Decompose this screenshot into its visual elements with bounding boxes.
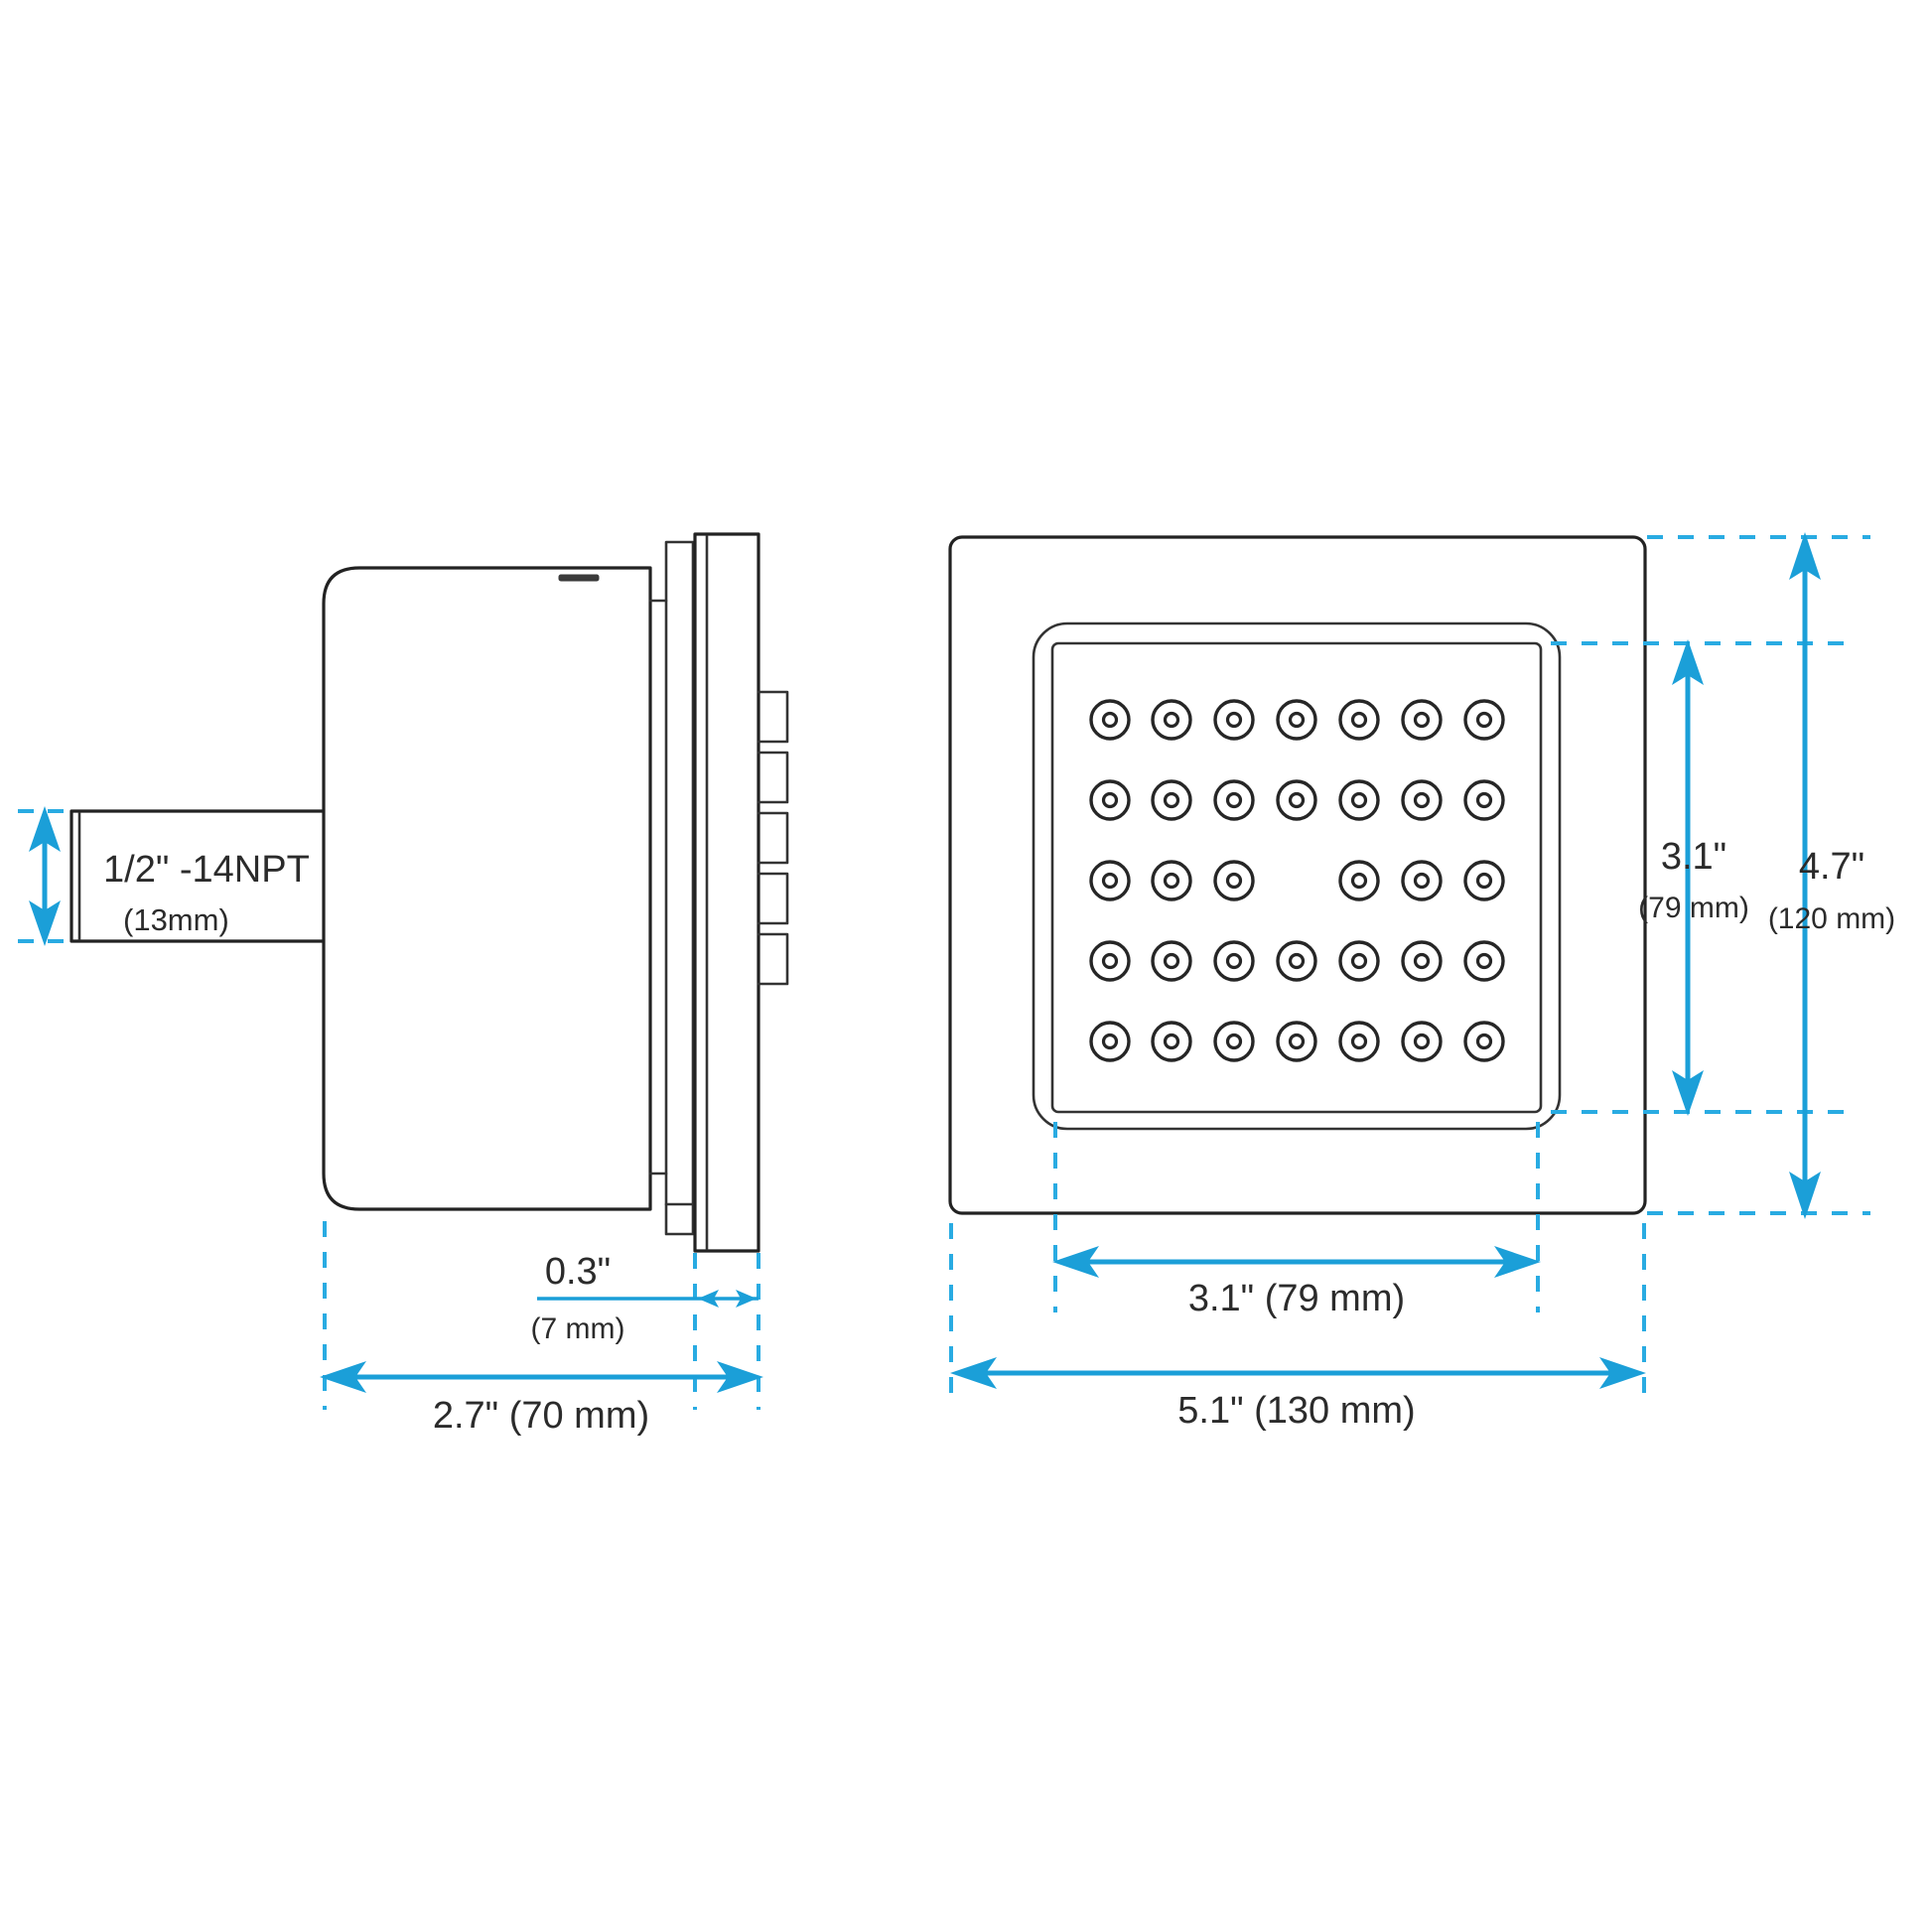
nozzle (1213, 779, 1255, 821)
nozzle (1338, 1021, 1380, 1062)
panel-height-secondary-label: (79 mm) (1638, 892, 1749, 924)
side-view: 1/2" -14NPT (13mm) 0.3" (7 mm) (18, 532, 789, 1437)
nozzle (1089, 779, 1131, 821)
inlet-npt-stub (69, 809, 326, 943)
inlet-thread-secondary-label: (13mm) (123, 902, 229, 937)
nozzle (1463, 1021, 1505, 1062)
nozzle (1401, 860, 1443, 901)
nozzle (1151, 1021, 1192, 1062)
nozzle (1463, 779, 1505, 821)
panel-height-primary-label: 3.1" (1661, 836, 1726, 878)
plate-height-dimension (1789, 532, 1821, 1219)
nozzle (1338, 860, 1380, 901)
inlet-thread-dimension (18, 806, 68, 946)
panel-width-label: 3.1" (79 mm) (1188, 1278, 1405, 1319)
panel-height-dimension (1672, 639, 1704, 1116)
faceplate (693, 532, 760, 1253)
nozzle (1276, 1021, 1317, 1062)
nozzle (1401, 940, 1443, 982)
faceplate-thickness-secondary-label: (7 mm) (531, 1312, 625, 1345)
nozzle (1089, 860, 1131, 901)
front-outer-plate (948, 535, 1647, 1215)
overall-depth-label: 2.7" (70 mm) (433, 1395, 649, 1437)
nozzle (1089, 699, 1131, 741)
plate-width-label: 5.1" (130 mm) (1177, 1390, 1415, 1432)
faceplate-thickness-primary-label: 0.3" (545, 1251, 611, 1293)
side-view-body (322, 566, 652, 1211)
intermediate-plate (648, 540, 695, 1236)
nozzle (1089, 940, 1131, 982)
faceplate-thickness-dimension (537, 1290, 759, 1308)
nozzle (1151, 860, 1192, 901)
front-view: 3.1" (79 mm) 4.7" (120 mm) 3.1" (79 mm) (948, 532, 1895, 1432)
overall-depth-dimension (320, 1361, 763, 1393)
nozzle (1463, 699, 1505, 741)
nozzle (1338, 940, 1380, 982)
nozzle (1463, 860, 1505, 901)
nozzle (1151, 699, 1192, 741)
panel-width-dimension (1052, 1246, 1541, 1278)
nozzle (1276, 779, 1317, 821)
body-top-tab (558, 574, 600, 582)
nozzle (1401, 1021, 1443, 1062)
inlet-thread-primary-label: 1/2" -14NPT (103, 849, 310, 891)
nozzle (1401, 699, 1443, 741)
nozzle (1089, 1021, 1131, 1062)
nozzle (1338, 699, 1380, 741)
nozzle (1213, 860, 1255, 901)
nozzle (1151, 940, 1192, 982)
plate-height-secondary-label: (120 mm) (1768, 902, 1895, 935)
nozzle (1276, 699, 1317, 741)
faceplate-nozzle-stubs (757, 690, 789, 986)
plate-width-dimension (950, 1357, 1646, 1389)
nozzle (1213, 1021, 1255, 1062)
nozzle-grid (1089, 699, 1505, 1062)
nozzle (1401, 779, 1443, 821)
front-inner-frame (1032, 621, 1562, 1131)
nozzle (1338, 779, 1380, 821)
nozzle (1213, 940, 1255, 982)
nozzle (1463, 940, 1505, 982)
front-view-vertical-extension-lines (949, 1122, 1646, 1400)
nozzle (1213, 699, 1255, 741)
nozzle (1151, 779, 1192, 821)
nozzle (1276, 940, 1317, 982)
front-nozzle-panel (1050, 641, 1543, 1114)
plate-height-primary-label: 4.7" (1799, 846, 1864, 888)
